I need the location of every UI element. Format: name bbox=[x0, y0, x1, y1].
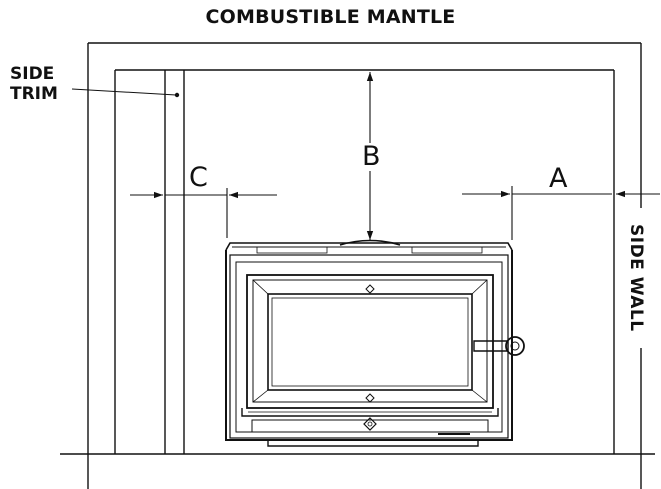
mantle-label: COMBUSTIBLE MANTLE bbox=[205, 6, 456, 28]
dimension-b-label: B bbox=[360, 141, 383, 172]
dimension-a-label: A bbox=[549, 163, 568, 194]
dimension-lines bbox=[130, 72, 660, 240]
side-trim-label: SIDE TRIM bbox=[10, 64, 80, 104]
side-trim bbox=[164, 70, 185, 454]
hearth bbox=[60, 453, 655, 489]
side-wall-label: SIDE WALL bbox=[616, 208, 646, 348]
mantle-frame bbox=[87, 42, 642, 454]
side-trim-label-line1: SIDE bbox=[10, 64, 55, 84]
side-trim-label-line2: TRIM bbox=[10, 84, 58, 104]
dimension-c-label: C bbox=[189, 162, 208, 193]
fireplace-insert bbox=[225, 239, 513, 447]
side-trim-leader bbox=[71, 88, 180, 98]
door-handle-icon bbox=[473, 336, 525, 356]
